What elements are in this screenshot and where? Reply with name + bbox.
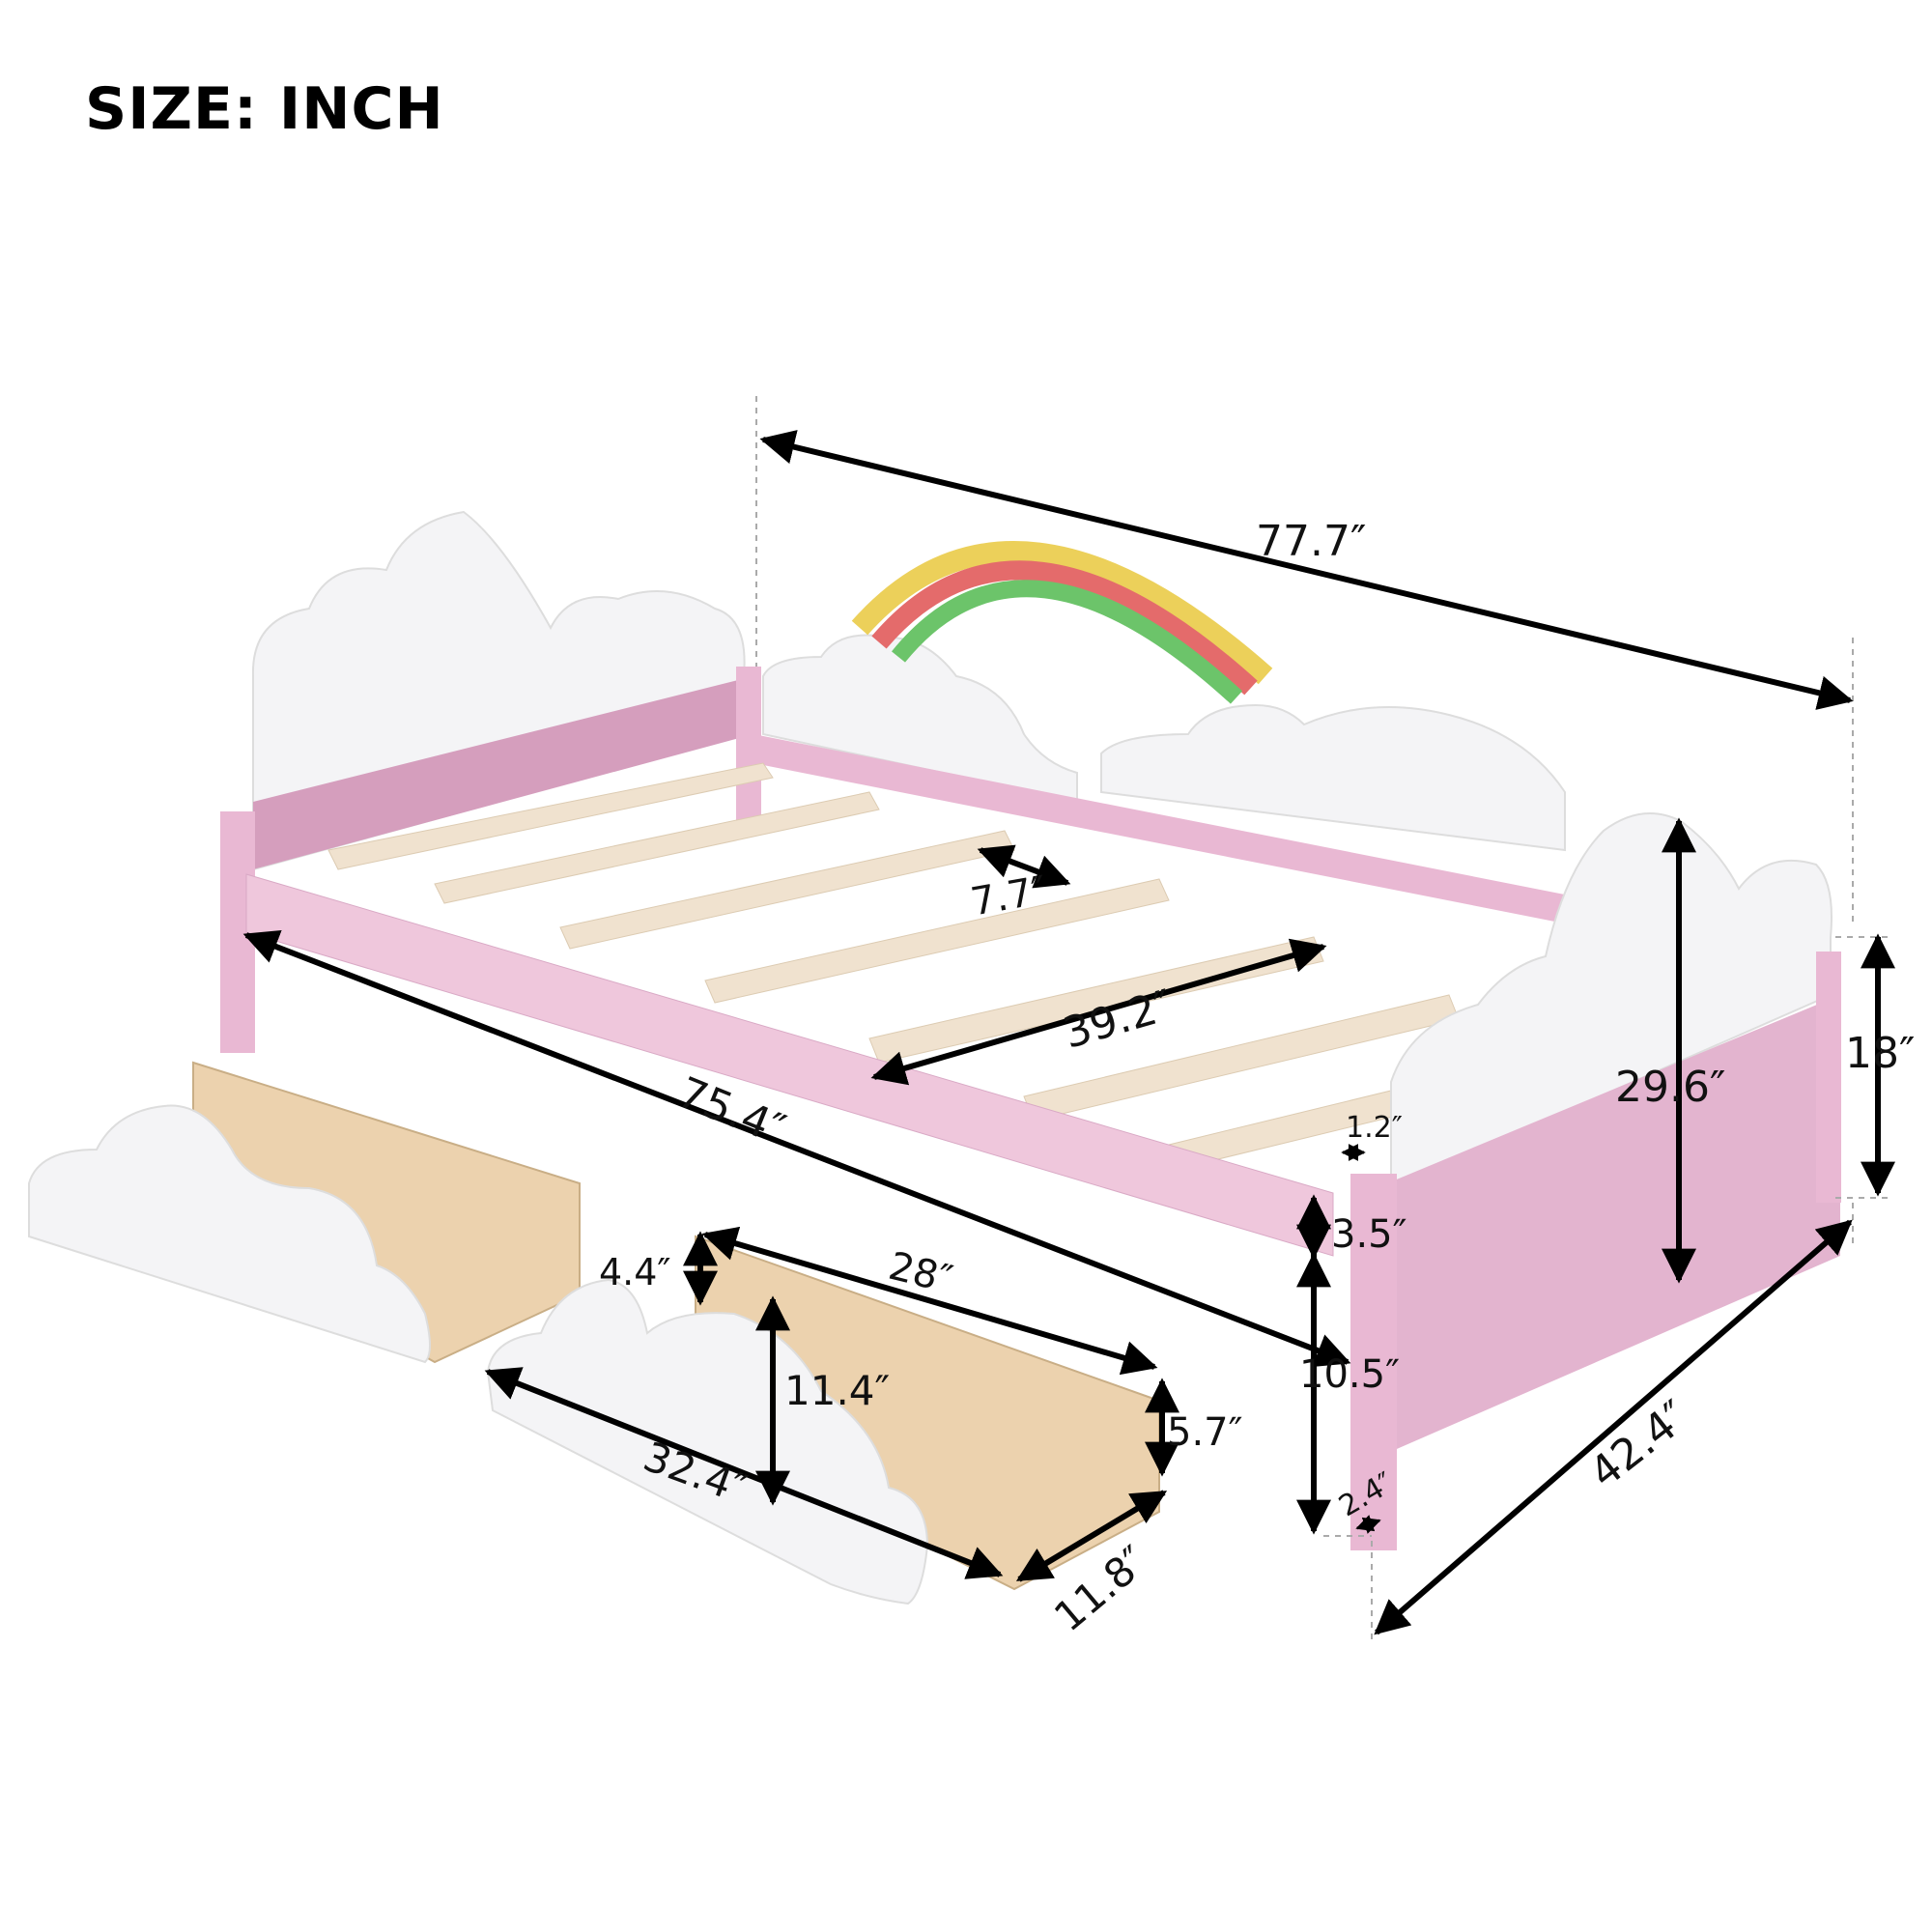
back-cloud-right [1100,703,1566,852]
arrow-drawer-depth [1015,1490,1168,1582]
label-ground-clearance: 10.5″ [1299,1352,1401,1397]
label-drawer-box-height: 5.7″ [1167,1410,1243,1455]
back-rail [253,676,753,869]
label-drawer-front-height: 11.4″ [784,1367,891,1414]
label-drawer-notch-depth: 4.4″ [599,1251,671,1293]
label-footboard-height: 18″ [1845,1029,1916,1078]
arrow-leg-thickness [1355,1515,1381,1534]
far-rail [753,734,1584,927]
dimension-arrows [242,430,1895,1635]
arrow-slat-length [870,938,1327,1086]
arrow-drawer-inner-length [701,1226,1158,1376]
arrow-overall-width [1374,1219,1853,1635]
arrow-inner-rail-length [242,929,1351,1368]
label-post-thickness: 1.2″ [1346,1111,1403,1145]
arrow-slat-spacing [977,844,1071,889]
arrow-overall-length [759,430,1854,710]
label-headboard-height: 29.6″ [1615,1063,1726,1112]
arrow-drawer-front-length [484,1367,1004,1579]
right-cloud-panel [1390,812,1833,1190]
size-unit-title: SIZE: INCH [85,75,444,143]
label-rail-height: 3.5″ [1331,1212,1407,1257]
footboard-back-post [1816,952,1841,1203]
label-overall-length: 77.7″ [1256,517,1367,566]
